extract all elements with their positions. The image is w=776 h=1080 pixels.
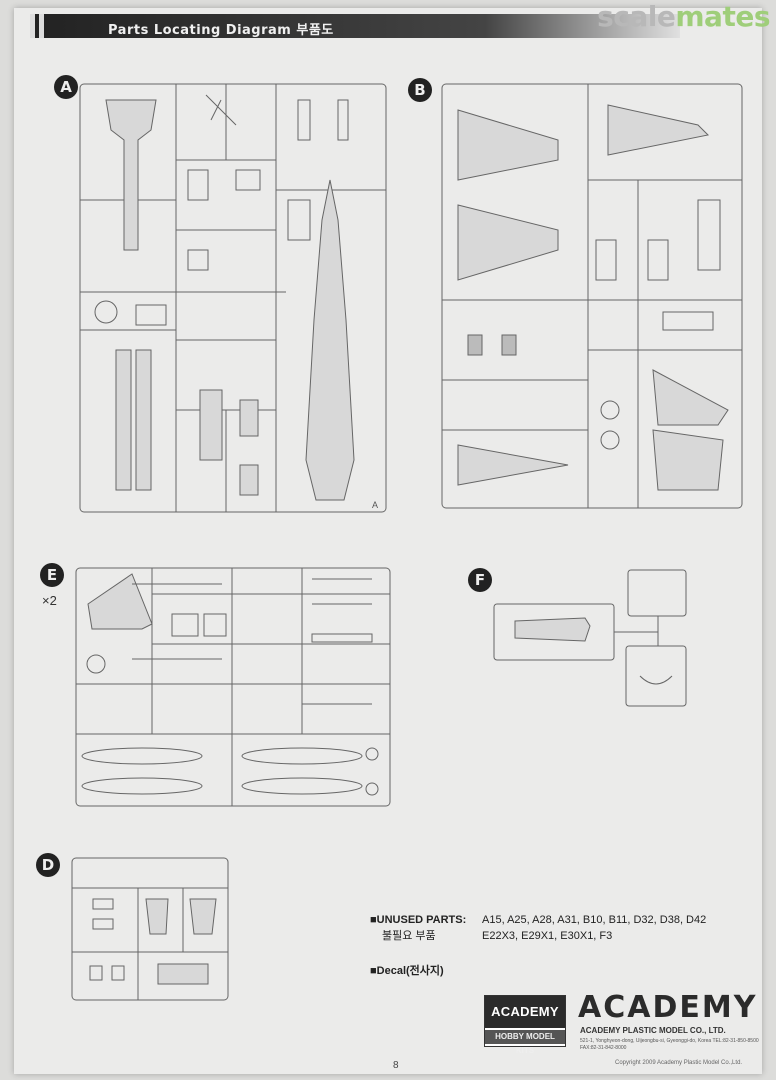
watermark-logo: scalemates — [597, 0, 770, 33]
page-title: Parts Locating Diagram 부품도 — [108, 23, 334, 38]
sprue-b-badge: B — [408, 78, 432, 102]
company-address: 521-1, Yonghyeon-dong, Uijeongbu-si, Gye… — [580, 1038, 759, 1051]
page-number: 8 — [393, 1060, 399, 1071]
sprue-a-badge: A — [54, 75, 78, 99]
logo-box-top: ACADEMY — [485, 996, 565, 1028]
sprue-e-diagram — [75, 567, 391, 807]
unused-label-ko: 불필요 부품 — [382, 930, 436, 942]
unused-label-en: ■UNUSED PARTS: — [370, 914, 467, 926]
watermark-part1: scale — [597, 0, 676, 33]
header-bar — [30, 14, 680, 38]
academy-wordmark: ACADEMY — [578, 990, 758, 1025]
academy-box-logo: ACADEMY HOBBY MODEL KITS — [484, 995, 566, 1055]
instruction-page — [14, 8, 762, 1074]
decal-label: ■Decal(전사지) — [370, 965, 444, 977]
sprue-d-badge: D — [36, 853, 60, 877]
copyright: Copyright 2009 Academy Plastic Model Co.… — [615, 1060, 743, 1066]
unused-parts-note: ■UNUSED PARTS: A15, A25, A28, A31, B10, … — [370, 912, 706, 944]
sprue-f-badge: F — [468, 568, 492, 592]
sprue-e-multiplier: ×2 — [42, 593, 57, 608]
unused-list-line1: A15, A25, A28, A31, B10, B11, D32, D38, … — [482, 914, 707, 926]
sprue-d-diagram — [71, 857, 229, 1001]
sprue-f-diagram — [493, 569, 687, 707]
logo-box-bottom: HOBBY MODEL KITS — [485, 1030, 565, 1055]
unused-list-line2: E22X3, E29X1, E30X1, F3 — [482, 930, 613, 942]
watermark-part2: mates — [675, 0, 770, 33]
sprue-b-diagram — [441, 83, 743, 509]
sprue-e-badge: E — [40, 563, 64, 587]
sprue-a-diagram: A — [79, 83, 387, 513]
header-stripes — [30, 14, 70, 38]
sprue-a-letter: A — [372, 500, 378, 510]
company-name: ACADEMY PLASTIC MODEL CO., LTD. — [580, 1026, 726, 1035]
